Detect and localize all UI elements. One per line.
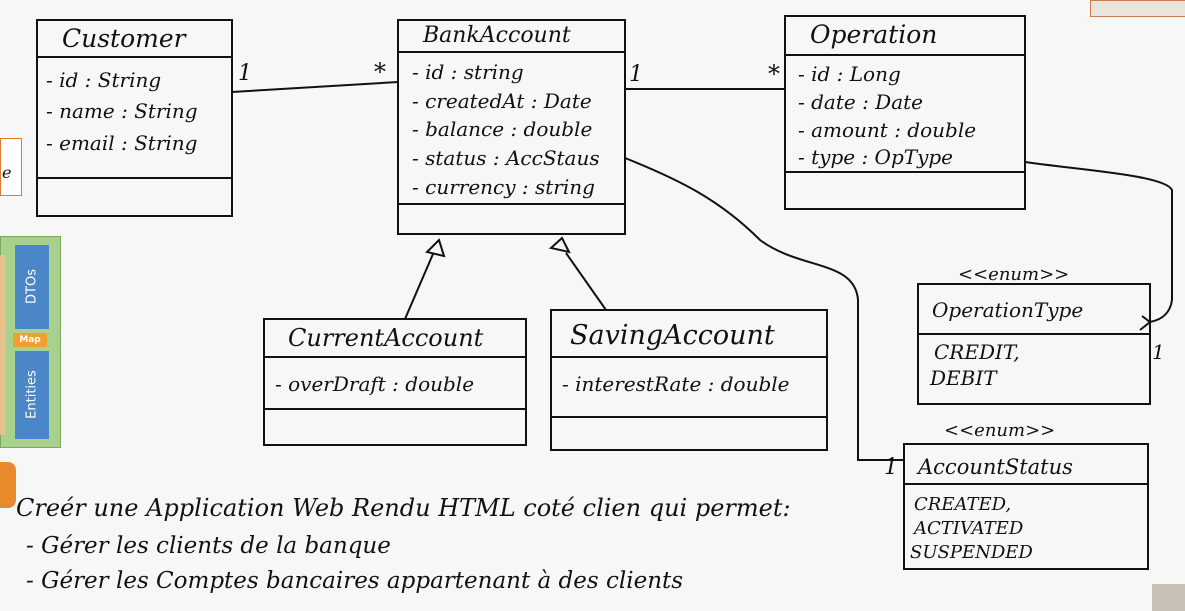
webcam-overlay-top bbox=[1090, 0, 1185, 17]
multiplicity-customer: 1 bbox=[238, 61, 252, 86]
operationtype-value-credit: CREDIT, bbox=[934, 340, 1020, 364]
bankaccount-attr-balance: - balance : double bbox=[412, 117, 593, 141]
requirements-heading: Creér une Application Web Rendu HTML cot… bbox=[16, 494, 791, 522]
bankaccount-class-box bbox=[397, 19, 626, 235]
operationtype-value-debit: DEBIT bbox=[930, 366, 997, 390]
currentaccount-inheritance-line bbox=[404, 253, 434, 320]
accountstatus-value-created: CREATED, bbox=[914, 494, 1012, 515]
operationtype-enum-box bbox=[917, 283, 1151, 405]
customer-class-box bbox=[36, 19, 233, 217]
customer-attr-id: - id : String bbox=[46, 68, 162, 92]
bankaccount-attr-currency: - currency : string bbox=[412, 175, 595, 199]
currentaccount-class-name: CurrentAccount bbox=[288, 324, 484, 352]
entities-label: Entities bbox=[24, 370, 40, 419]
bankaccount-attr-createdat: - createdAt : Date bbox=[412, 89, 592, 113]
webcam-overlay-bottom bbox=[1152, 584, 1185, 611]
operation-attr-date: - date : Date bbox=[798, 90, 923, 114]
savingaccount-class-box bbox=[550, 309, 828, 451]
operationtype-enum-name: OperationType bbox=[932, 298, 1084, 322]
entities-block: Entities bbox=[15, 351, 49, 439]
left-fragment-letter: e bbox=[2, 163, 12, 182]
savingaccount-class-name: SavingAccount bbox=[570, 320, 775, 351]
currentaccount-attr-overdraft: - overDraft : double bbox=[275, 372, 475, 396]
multiplicity-bankaccount-one: 1 bbox=[629, 62, 643, 87]
operation-class-box bbox=[784, 15, 1026, 210]
multiplicity-operation-many: * bbox=[768, 60, 780, 88]
left-fragment-box: e bbox=[0, 138, 22, 196]
optype-arrowhead bbox=[1139, 315, 1152, 331]
operation-attr-type: - type : OpType bbox=[798, 145, 954, 169]
operationtype-stereotype: <<enum>> bbox=[958, 264, 1070, 285]
savingaccount-inheritance-arrow bbox=[548, 236, 571, 254]
accountstatus-stereotype: <<enum>> bbox=[944, 420, 1056, 441]
accountstatus-value-activated: ACTIVATED bbox=[914, 518, 1024, 539]
accountstatus-enum-name: AccountStatus bbox=[918, 455, 1073, 479]
side-panel-edge bbox=[0, 255, 6, 435]
multiplicity-status: 1 bbox=[884, 455, 898, 480]
currentaccount-inheritance-arrow bbox=[425, 238, 446, 258]
customer-bankaccount-association bbox=[231, 81, 399, 93]
customer-class-name: Customer bbox=[62, 24, 186, 53]
dtos-label: DTOs bbox=[24, 269, 40, 304]
customer-attr-name: - name : String bbox=[46, 99, 198, 123]
requirement-manage-accounts: - Gérer les Comptes bancaires appartenan… bbox=[26, 568, 684, 594]
operation-attr-id: - id : Long bbox=[798, 62, 901, 86]
requirement-manage-clients: - Gérer les clients de la banque bbox=[26, 533, 391, 559]
architecture-side-panel: DTOs Map Entities bbox=[0, 236, 61, 448]
accountstatus-value-suspended: SUSPENDED bbox=[910, 542, 1033, 563]
bankaccount-class-name: BankAccount bbox=[423, 23, 571, 48]
currentaccount-class-box bbox=[263, 318, 527, 446]
savingaccount-attr-interestrate: - interestRate : double bbox=[562, 372, 790, 396]
operation-class-name: Operation bbox=[810, 20, 938, 49]
savingaccount-inheritance-line bbox=[565, 252, 607, 311]
customer-attr-email: - email : String bbox=[46, 131, 198, 155]
operation-optype-association bbox=[1024, 161, 1173, 323]
accountstatus-enum-box bbox=[903, 443, 1149, 570]
map-label: Map bbox=[13, 333, 47, 347]
bankaccount-attr-status: - status : AccStaus bbox=[412, 146, 600, 170]
operation-attr-amount: - amount : double bbox=[798, 118, 977, 142]
multiplicity-optype: 1 bbox=[1152, 340, 1165, 364]
multiplicity-bankaccount-many: * bbox=[374, 58, 386, 86]
database-icon bbox=[0, 462, 16, 508]
bankaccount-attr-id: - id : string bbox=[412, 60, 524, 84]
bankaccount-status-association bbox=[624, 157, 904, 461]
dtos-block: DTOs bbox=[15, 245, 49, 329]
